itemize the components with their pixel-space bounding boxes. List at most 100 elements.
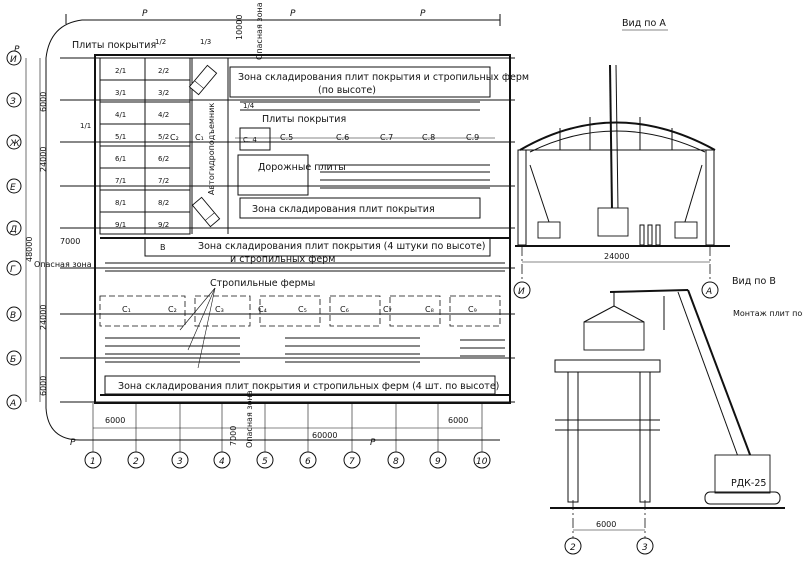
axis-label: 9 [435, 457, 441, 467]
svg-text:7/1: 7/1 [115, 177, 126, 185]
rails-bottom [105, 337, 505, 363]
svg-text:С₄: С₄ [258, 305, 267, 314]
danger-boundary-left-bottom [45, 58, 500, 441]
crane-mast [609, 64, 613, 211]
svg-text:2/2: 2/2 [158, 67, 169, 75]
storage-zone-mid [239, 197, 481, 219]
svg-text:5/1: 5/1 [115, 133, 126, 141]
road-slabs-label: Дорожные плиты [258, 162, 346, 173]
danger-zone-left-label: Опасная зона [34, 260, 92, 269]
axis-label: А [705, 287, 712, 297]
storage-zone-bottom [104, 375, 496, 395]
svg-text:4/1: 4/1 [115, 111, 126, 119]
svg-text:48000: 48000 [25, 237, 34, 262]
slab-grid-left [99, 57, 191, 235]
view-b-span: 6000 [596, 520, 616, 529]
col-axes: 1 2 3 4 5 6 7 8 9 10 [84, 451, 491, 469]
p-mark: P [370, 438, 376, 448]
truss-leaders [179, 287, 216, 369]
storage-zone-top-sub: (по высоте) [318, 85, 376, 96]
roof-slabs-mid-label: Плиты покрытия [262, 114, 346, 125]
svg-text:С₉: С₉ [468, 305, 477, 314]
roof-beam [554, 359, 661, 373]
axis-label: З [10, 97, 16, 107]
column-left [517, 149, 527, 246]
svg-text:24000: 24000 [39, 147, 48, 172]
crane-tracks [704, 491, 781, 505]
p-mark: P [70, 438, 76, 448]
axis-label: 6 [305, 457, 311, 467]
axis-label: И [10, 55, 17, 65]
svg-text:С₁: С₁ [122, 305, 131, 314]
crane-cab [714, 454, 771, 494]
right-lift [683, 164, 703, 226]
crane-position: С.9 [466, 133, 479, 142]
truss-label: Стропильные фермы [210, 278, 315, 289]
fraction-label: 1/3 [200, 38, 211, 46]
svg-text:6000: 6000 [448, 416, 468, 425]
column-right-section [639, 371, 651, 503]
crane-positions-bottom: С₁ С₂ С₃ С₄ С₅ С₆ С₇ С₈ С₉ [122, 305, 477, 314]
svg-text:3/2: 3/2 [158, 89, 169, 97]
storage-zone-top [229, 66, 491, 98]
dim-chain-left: 6000 24000 48000 7000 24000 6000 [25, 58, 80, 402]
axis-label: Е [10, 183, 16, 193]
svg-text:9/1: 9/1 [115, 221, 126, 229]
svg-text:8/2: 8/2 [158, 199, 169, 207]
svg-text:С₃: С₃ [215, 305, 224, 314]
fraction-label: 1/1 [80, 122, 91, 130]
rails-lower [105, 262, 505, 272]
axis-label: 2 [133, 457, 139, 467]
axis-label: 3 [177, 457, 183, 467]
axis-label: 4 [219, 457, 225, 467]
svg-text:5/2: 5/2 [158, 133, 169, 141]
crane-position: С.7 [380, 133, 393, 142]
crane-position: С.6 [336, 133, 349, 142]
axis-label: Г [10, 265, 16, 275]
danger-zone-bottom-label: Опасная зона [245, 390, 254, 448]
svg-text:С₆: С₆ [340, 305, 349, 314]
axis-label: И [518, 287, 525, 297]
svg-text:6000: 6000 [39, 92, 48, 112]
left-lift [529, 164, 551, 226]
p-mark: P [14, 45, 20, 55]
storage-zone-top-label: Зона складирования плит покрытия и строп… [238, 72, 529, 83]
axis-label: А [9, 399, 16, 409]
svg-text:2/1: 2/1 [115, 67, 126, 75]
axis-label: Б [10, 355, 16, 365]
svg-text:С₂: С₂ [168, 305, 177, 314]
crane-model-label: РДК-25 [731, 478, 766, 489]
view-a-span: 24000 [604, 252, 629, 261]
rails-top [240, 101, 480, 111]
svg-text:С₇: С₇ [383, 305, 392, 314]
storage-zone-lower [144, 237, 491, 257]
svg-text:8/1: 8/1 [115, 199, 126, 207]
axis-label: 7 [349, 457, 355, 467]
svg-text:3/1: 3/1 [115, 89, 126, 97]
crane-position: С₁ [195, 133, 204, 142]
roof-slabs-label: Плиты покрытия [72, 40, 156, 51]
roof-slab-lifted [583, 321, 645, 351]
crane-box [239, 127, 271, 151]
svg-text:6/1: 6/1 [115, 155, 126, 163]
crane-boom [687, 289, 753, 461]
rails-mid [320, 164, 490, 189]
row-axes: И З Ж Е Д Г В Б А [6, 50, 22, 410]
svg-text:6000: 6000 [105, 416, 125, 425]
crane-position: С.5 [280, 133, 293, 142]
svg-text:7000: 7000 [229, 426, 238, 446]
svg-text:9/2: 9/2 [158, 221, 169, 229]
column-left-section [567, 371, 579, 503]
svg-text:6/2: 6/2 [158, 155, 169, 163]
p-mark: P [142, 9, 148, 19]
view-a-title: Вид по А [622, 18, 666, 29]
site-plan: P P P P P P [6, 2, 529, 469]
p-mark: P [420, 9, 426, 19]
svg-text:С₈: С₈ [425, 305, 434, 314]
svg-text:10000: 10000 [235, 15, 244, 40]
axis-label: В [10, 311, 16, 321]
fraction-label: 1/4 [243, 102, 255, 110]
view-b-caption-line1: Монтаж плит покрытия [733, 309, 803, 318]
storage-zone-lower-sub: и стропильных ферм [230, 254, 335, 265]
